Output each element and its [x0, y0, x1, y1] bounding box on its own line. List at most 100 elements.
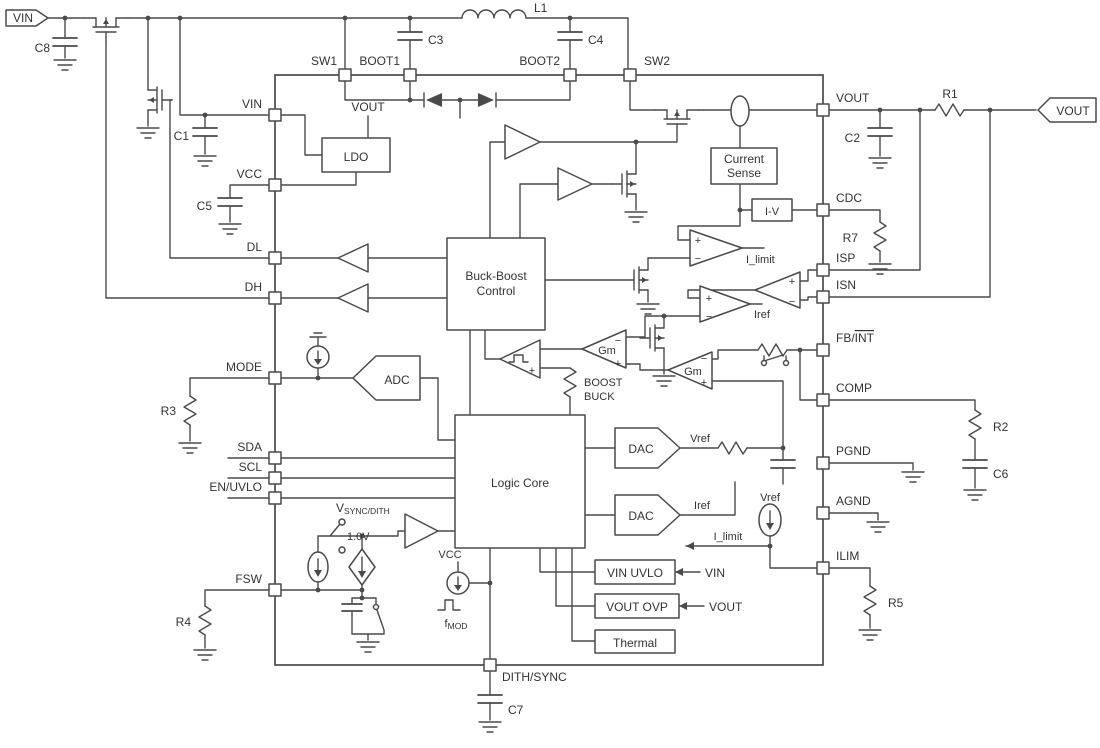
- label-c7: C7: [508, 703, 524, 717]
- pin-label-en-uvlo: EN/UVLO: [209, 480, 262, 494]
- vout-ovp-block: [594, 593, 680, 619]
- dac-iref-block: [614, 494, 681, 536]
- current-sense-label-1: Current: [724, 152, 765, 166]
- pin-isn: [816, 290, 830, 304]
- resistor-r1: [934, 103, 965, 117]
- pin-label-dl: DL: [247, 240, 263, 254]
- signal-buck: BUCK: [584, 391, 615, 403]
- vin-uvlo-block: [594, 559, 676, 585]
- resistor-r4: [198, 605, 212, 636]
- current-sense-element: [730, 95, 750, 127]
- signal-vsync-dith: VSYNC/DITH: [336, 501, 390, 516]
- thermal-block: [594, 629, 676, 654]
- pin-vcc: [268, 178, 282, 192]
- pin-mode: [268, 371, 282, 385]
- gm-voltage-label: Gm: [684, 366, 702, 378]
- current-sense-amp: [754, 271, 801, 309]
- pin-label-dith-sync: DITH/SYNC: [502, 670, 567, 684]
- bootstrap-diodes: [423, 92, 497, 108]
- iref-mirror-fet: [639, 315, 665, 361]
- label-r4: R4: [176, 615, 192, 629]
- i-limit-comparator: [689, 229, 743, 267]
- pin-label-sda: SDA: [237, 440, 262, 454]
- pin-agnd: [816, 506, 830, 520]
- sign-gm2-plus: +: [701, 377, 707, 389]
- vin-monitor-arrow: [675, 568, 683, 576]
- signal-arrows: [675, 542, 694, 610]
- pin-pgnd: [816, 456, 830, 470]
- pin-vin: [268, 108, 282, 122]
- sign-csa-minus: −: [789, 296, 795, 308]
- signal-iref-comparator: Iref: [754, 309, 771, 321]
- pin-cdc: [816, 203, 830, 217]
- pin-label-dh: DH: [245, 280, 262, 294]
- pin-fsw: [268, 583, 282, 597]
- low-side-external-fet: [147, 77, 173, 123]
- label-r3: R3: [161, 404, 177, 418]
- buck-boost-control-block: [446, 237, 546, 331]
- pin-label-mode: MODE: [226, 360, 262, 374]
- functional-blocks: [321, 137, 793, 654]
- signal-one-volt: 1.0V: [347, 531, 370, 543]
- pin-vout: [816, 103, 830, 117]
- dl-driver: [337, 243, 369, 273]
- gm-current-amp: [581, 329, 627, 369]
- dac-iref-label: DAC: [628, 509, 654, 523]
- inductor-l1: [461, 9, 527, 19]
- pin-fb-int: [816, 343, 830, 357]
- iref-comparator: [699, 285, 751, 323]
- gm-current-label: Gm: [598, 345, 616, 357]
- signal-i-limit-comparator: I_limit: [746, 254, 775, 266]
- pin-label-cdc: CDC: [836, 191, 862, 205]
- pin-label-comp: COMP: [836, 381, 872, 395]
- slope-ramp-symbol: [563, 367, 577, 398]
- pin-label-vcc: VCC: [237, 167, 263, 181]
- pin-label-fb-int: FB/INT: [836, 331, 875, 345]
- dh-driver: [337, 283, 369, 313]
- diode-boot2: [478, 93, 494, 107]
- signal-i-limit-setpoint: I_limit: [714, 531, 743, 543]
- pin-label-vin: VIN: [242, 97, 262, 111]
- vin-flag: [5, 9, 49, 27]
- signal-vref-source: Vref: [760, 492, 781, 504]
- vout-flag: [1037, 97, 1097, 123]
- pin-label-isn: ISN: [836, 278, 856, 292]
- label-l1: L1: [534, 1, 548, 15]
- vout-flag-label: VOUT: [1056, 104, 1090, 118]
- buck-boost-label-1: Buck-Boost: [465, 269, 527, 283]
- pin-label-pgnd: PGND: [836, 444, 871, 458]
- pin-sw1: [338, 68, 352, 82]
- pin-label-boot1: BOOT1: [359, 54, 400, 68]
- i-to-v-block: [751, 198, 793, 222]
- label-r2: R2: [993, 420, 1009, 434]
- vout-monitor-arrow: [679, 602, 687, 610]
- label-c3: C3: [428, 33, 444, 47]
- pin-boot1: [403, 68, 417, 82]
- current-sense-label-2: Sense: [727, 166, 761, 180]
- resistor-vref-filter: [717, 441, 748, 455]
- sign-ilim-minus: −: [695, 253, 701, 265]
- signal-boost: BOOST: [584, 377, 623, 389]
- resistor-r3: [183, 395, 197, 426]
- adc-label: ADC: [384, 373, 410, 387]
- i-limit-arrow: [686, 542, 694, 550]
- input-pass-fet: [83, 17, 129, 43]
- amplifier-triangles: [337, 124, 801, 549]
- mosfet-symbols: [83, 17, 700, 361]
- sign-pwm-plus: +: [529, 365, 535, 377]
- capacitor-plates: [52, 31, 988, 704]
- signal-iref-dac: Iref: [694, 500, 711, 512]
- pin-sda: [268, 451, 282, 465]
- resistor-fb-network: [757, 343, 788, 357]
- ldo-block: [321, 137, 391, 173]
- vin-uvlo-label: VIN UVLO: [607, 566, 663, 580]
- gate-driver-2: [557, 167, 593, 201]
- pwm-comparator: [499, 339, 541, 379]
- pin-comp: [816, 393, 830, 407]
- buck-boost-label-2: Control: [477, 284, 516, 298]
- wire-routing: [47, 17, 1037, 721]
- fb-switch-contact-a: [760, 359, 768, 367]
- sync-contact: [338, 518, 346, 526]
- labels: VIN VOUT SW1 BOOT1 BOOT2 SW2 VIN VCC DL …: [13, 1, 1090, 717]
